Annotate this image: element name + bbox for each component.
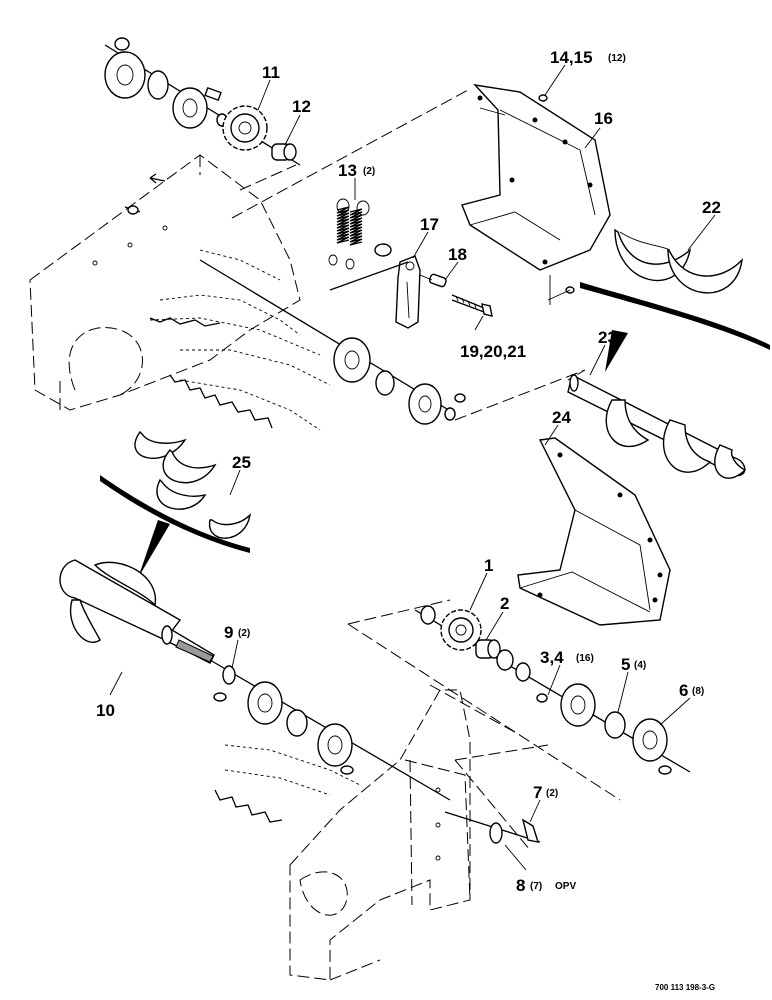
qty-13: (2) bbox=[363, 166, 375, 177]
label-1: 1 bbox=[484, 556, 493, 575]
label-3-4: 3,4 bbox=[540, 648, 564, 667]
break-arc-right bbox=[580, 282, 770, 350]
callout-labels: 11 12 13 (2) 14,15 (12) 16 17 18 19,20,2… bbox=[96, 48, 721, 895]
assembly-leader-lines bbox=[231, 89, 621, 851]
label-7: 7 bbox=[533, 783, 542, 802]
label-6: 6 bbox=[679, 681, 688, 700]
lower-right-shaft-assembly bbox=[414, 605, 691, 775]
qty-6: (8) bbox=[692, 686, 704, 697]
sprocket-11 bbox=[222, 105, 268, 151]
label-18: 18 bbox=[448, 245, 467, 264]
tension-arm-17 bbox=[374, 243, 421, 329]
springs-13 bbox=[328, 198, 370, 270]
document-number: 700 113 198-3-G bbox=[655, 983, 715, 992]
label-22: 22 bbox=[702, 198, 721, 217]
callout-leaders bbox=[109, 64, 716, 871]
label-13: 13 bbox=[338, 161, 357, 180]
label-19-21: 19,20,21 bbox=[460, 342, 526, 361]
left-frame-phantom bbox=[29, 154, 331, 431]
pin-18 bbox=[419, 273, 447, 288]
detail-pointer-left bbox=[138, 520, 170, 578]
break-arc-left bbox=[100, 475, 250, 553]
guard-16 bbox=[461, 84, 611, 305]
guard-24 bbox=[517, 437, 671, 626]
qty-5: (4) bbox=[634, 660, 646, 671]
qty-9: (2) bbox=[238, 628, 250, 639]
label-16: 16 bbox=[594, 109, 613, 128]
auger-shaft-10 bbox=[59, 559, 215, 664]
qty-7: (2) bbox=[546, 788, 558, 799]
auger-flighting-25 bbox=[134, 430, 252, 539]
label-8: 8 bbox=[516, 876, 525, 895]
qty-3-4: (16) bbox=[576, 653, 594, 664]
label-25: 25 bbox=[232, 453, 251, 472]
lower-frame-phantom bbox=[214, 689, 541, 981]
label-11: 11 bbox=[262, 63, 280, 82]
label-12: 12 bbox=[292, 97, 311, 116]
auger-shaft-23 bbox=[567, 373, 747, 479]
qty-8: (7) bbox=[530, 881, 542, 892]
detail-pointer-right bbox=[605, 330, 628, 372]
label-8-opv: OPV bbox=[555, 881, 576, 892]
label-23: 23 bbox=[598, 328, 617, 347]
label-24: 24 bbox=[552, 408, 571, 427]
label-2: 2 bbox=[500, 594, 509, 613]
label-14-15: 14,15 bbox=[550, 48, 593, 67]
lower-left-shaft-assembly bbox=[209, 659, 451, 801]
auger-flighting-22 bbox=[614, 228, 743, 294]
bushing-12 bbox=[271, 143, 297, 161]
label-9: 9 bbox=[224, 623, 233, 642]
label-17: 17 bbox=[420, 215, 439, 234]
qty-14-15: (12) bbox=[608, 53, 626, 64]
middle-shaft-assembly bbox=[199, 259, 586, 425]
label-5: 5 bbox=[621, 655, 630, 674]
bolt-19-21 bbox=[451, 294, 493, 317]
upper-shaft-assembly bbox=[104, 37, 301, 166]
label-10: 10 bbox=[96, 701, 115, 720]
